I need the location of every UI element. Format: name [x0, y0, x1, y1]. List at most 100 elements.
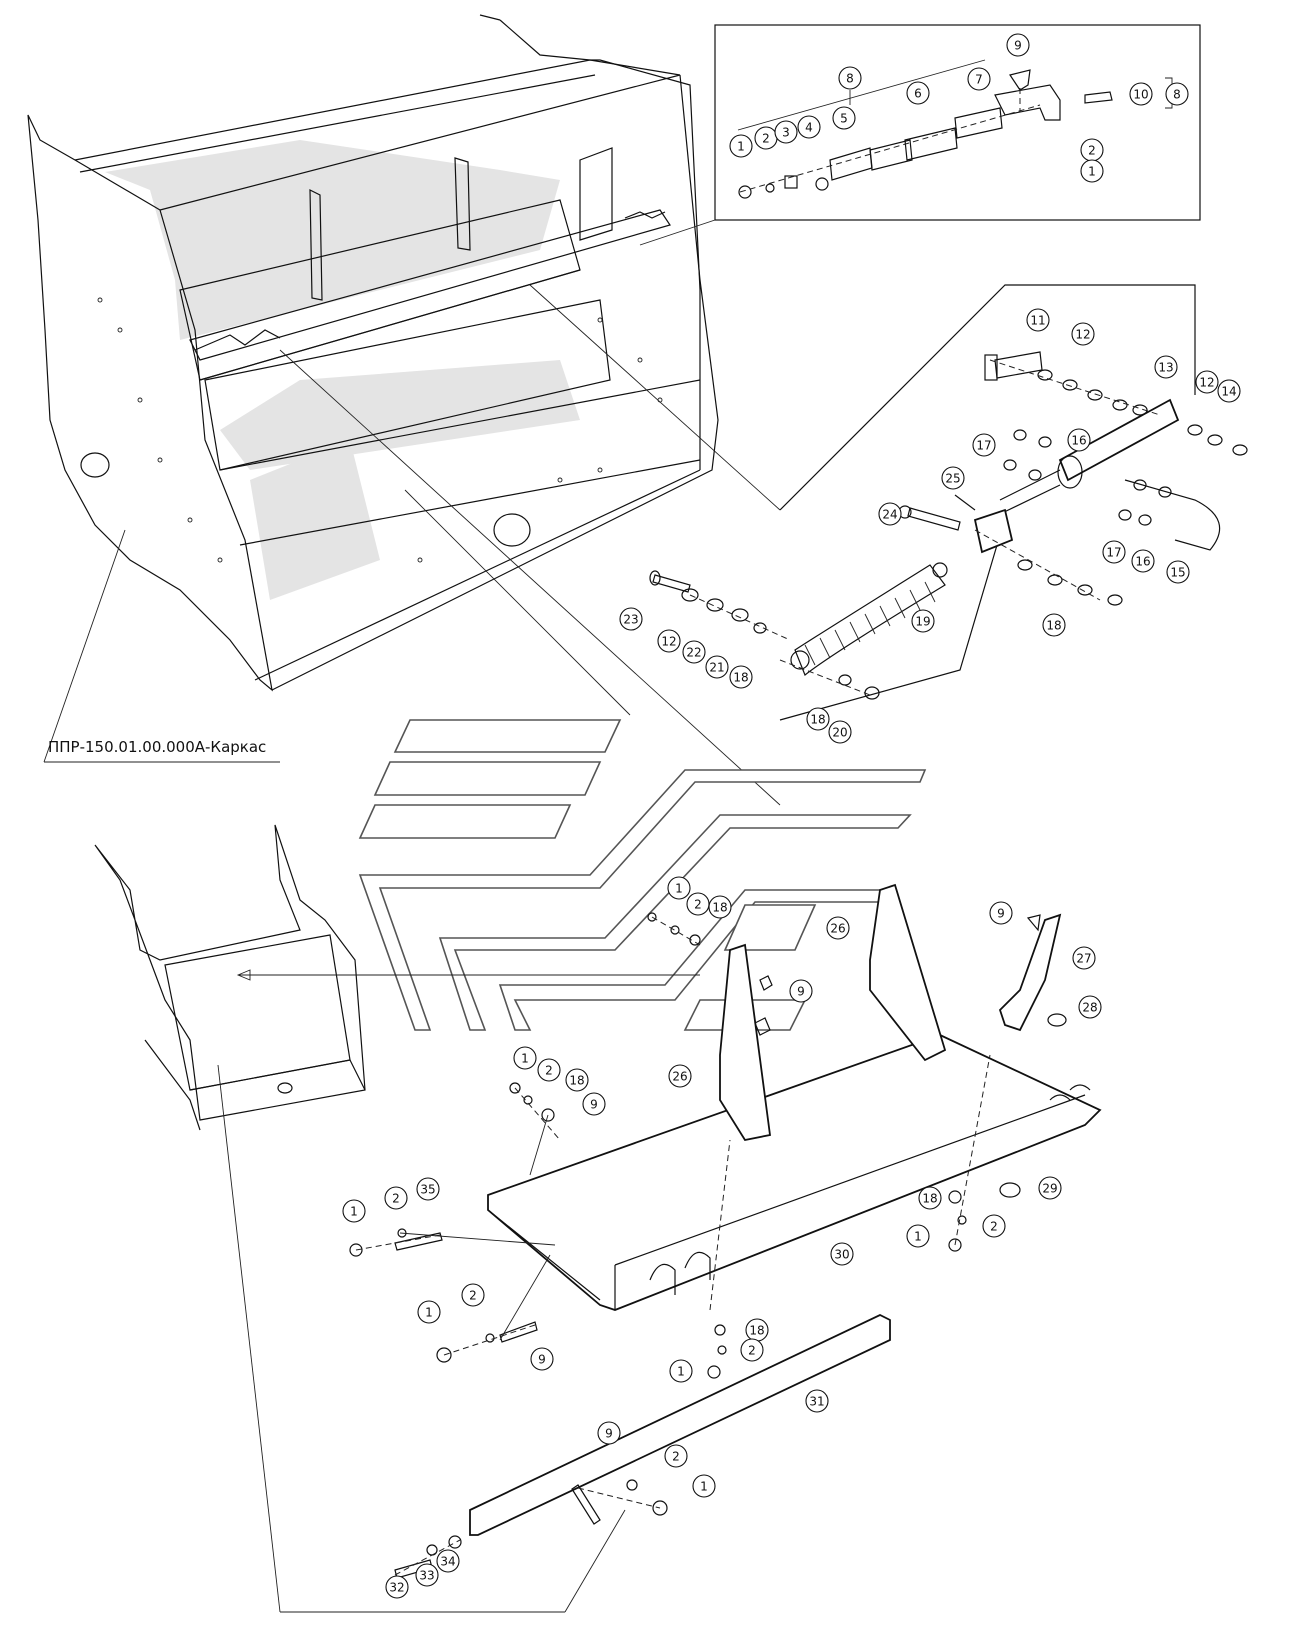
callout-lower-2: 2: [461, 1283, 485, 1307]
callout-number: 24: [882, 508, 897, 522]
callout-number: 1: [677, 1365, 685, 1379]
callout-number: 34: [440, 1555, 455, 1569]
callout-inset-8: 8: [838, 66, 862, 90]
callout-cylinder-20: 20: [828, 720, 852, 744]
callout-number: 18: [712, 901, 727, 915]
callout-number: 5: [840, 112, 848, 126]
callout-lower-2: 2: [740, 1338, 764, 1362]
callout-lower-18: 18: [708, 895, 732, 919]
callout-cylinder-18: 18: [729, 665, 753, 689]
cylinder-group: [279, 284, 1248, 806]
callout-number: 12: [1199, 376, 1214, 390]
callout-number: 7: [975, 73, 983, 87]
callout-number: 2: [469, 1289, 477, 1303]
callout-number: 9: [1014, 39, 1022, 53]
callout-number: 31: [809, 1395, 824, 1409]
callout-number: 2: [545, 1064, 553, 1078]
callout-number: 18: [922, 1192, 937, 1206]
callout-number: 1: [521, 1052, 529, 1066]
callout-lower-33: 33: [415, 1563, 439, 1587]
callout-lower-26: 26: [668, 1064, 692, 1088]
callout-lower-1: 1: [342, 1199, 366, 1223]
callout-number: 18: [733, 671, 748, 685]
callout-number: 2: [990, 1220, 998, 1234]
callout-cylinder-12: 12: [657, 629, 681, 653]
callout-inset-6: 6: [906, 81, 930, 105]
callout-lower-2: 2: [664, 1444, 688, 1468]
callout-number: 22: [686, 646, 701, 660]
callout-number: 21: [709, 661, 724, 675]
callout-number: 12: [1075, 328, 1090, 342]
callout-number: 28: [1082, 1001, 1097, 1015]
callout-lower-9: 9: [597, 1421, 621, 1445]
callout-lower-29: 29: [1038, 1176, 1062, 1200]
callout-lower-35: 35: [416, 1177, 440, 1201]
callout-number: 26: [830, 922, 845, 936]
callout-number: 30: [834, 1248, 849, 1262]
callout-number: 12: [661, 635, 676, 649]
callout-inset-10: 10: [1129, 82, 1153, 106]
base-plate-assembly: [349, 883, 1102, 1579]
frame-assembly: [27, 14, 719, 692]
callout-cylinder-25: 25: [941, 466, 965, 490]
spring: [790, 562, 948, 676]
callout-cylinder-19: 19: [911, 609, 935, 633]
callout-lower-30: 30: [830, 1242, 854, 1266]
callout-number: 4: [805, 121, 813, 135]
callout-cylinder-14: 14: [1217, 379, 1241, 403]
callout-number: 18: [749, 1324, 764, 1338]
callout-number: 29: [1042, 1182, 1057, 1196]
manufacturer-logo: [358, 719, 927, 1031]
callout-cylinder-21: 21: [705, 655, 729, 679]
callout-number: 19: [915, 615, 930, 629]
caption-text: ППР-150.01.00.000А-Каркас: [48, 738, 266, 756]
callout-lower-9: 9: [989, 901, 1013, 925]
callout-number: 6: [914, 87, 922, 101]
callout-number: 1: [1088, 165, 1096, 179]
callout-number: 17: [1106, 546, 1121, 560]
callout-number: 1: [737, 140, 745, 154]
callout-lower-2: 2: [686, 892, 710, 916]
callout-lower-1: 1: [906, 1224, 930, 1248]
callout-number: 9: [538, 1353, 546, 1367]
callout-number: 32: [389, 1581, 404, 1595]
callout-cylinder-23: 23: [619, 607, 643, 631]
callout-cylinder-16: 16: [1067, 428, 1091, 452]
callout-number: 13: [1158, 361, 1173, 375]
callout-cylinder-18: 18: [806, 707, 830, 731]
callout-cylinder-18: 18: [1042, 613, 1066, 637]
callout-cylinder-13: 13: [1154, 355, 1178, 379]
callout-lower-18: 18: [918, 1186, 942, 1210]
callout-number: 1: [425, 1306, 433, 1320]
callout-number: 8: [1173, 88, 1181, 102]
callout-inset-5: 5: [832, 106, 856, 130]
callout-number: 11: [1030, 314, 1045, 328]
callout-number: 16: [1135, 555, 1150, 569]
callout-inset-1: 1: [1080, 159, 1104, 183]
callout-cylinder-12: 12: [1071, 322, 1095, 346]
callout-number: 3: [782, 126, 790, 140]
callout-lower-1: 1: [669, 1359, 693, 1383]
callout-inset-2: 2: [1080, 138, 1104, 162]
callout-cylinder-12: 12: [1195, 370, 1219, 394]
callout-number: 35: [420, 1183, 435, 1197]
callout-inset-3: 3: [774, 120, 798, 144]
callout-inset-9: 9: [1006, 33, 1030, 57]
callout-inset-1: 1: [729, 134, 753, 158]
callout-number: 1: [914, 1230, 922, 1244]
callout-cylinder-11: 11: [1026, 308, 1050, 332]
callout-lower-2: 2: [384, 1186, 408, 1210]
callout-number: 1: [700, 1480, 708, 1494]
callout-number: 18: [569, 1074, 584, 1088]
callout-number: 26: [672, 1070, 687, 1084]
callout-inset-4: 4: [797, 115, 821, 139]
callout-inset-2: 2: [754, 126, 778, 150]
callout-lower-18: 18: [745, 1318, 769, 1342]
callout-cylinder-17: 17: [972, 433, 996, 457]
frame-thumbnail: [94, 824, 700, 1613]
callout-number: 1: [675, 882, 683, 896]
callout-number: 33: [419, 1569, 434, 1583]
callout-lower-2: 2: [982, 1214, 1006, 1238]
callout-lower-2: 2: [537, 1058, 561, 1082]
callout-lower-27: 27: [1072, 946, 1096, 970]
